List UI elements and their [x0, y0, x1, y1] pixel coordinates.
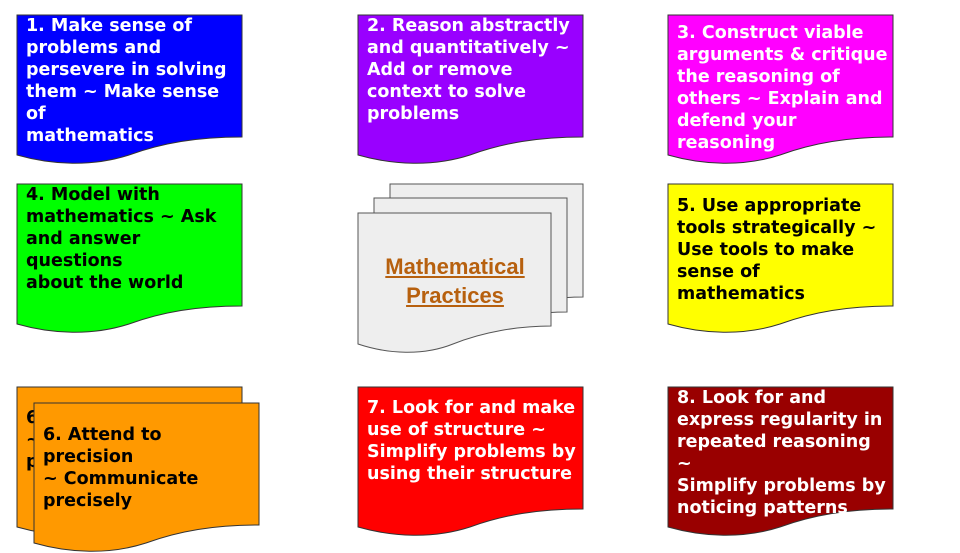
practice-card-6: 6. Attend to precision ~ Communicate pre… — [33, 402, 260, 552]
practice-3-text: 3. Construct viable arguments & critique… — [677, 23, 888, 153]
card-shape — [16, 14, 243, 164]
practice-card-8: 8. Look for and express regularity in re… — [667, 386, 894, 537]
card-shape — [357, 14, 584, 164]
practice-6-text: 6. Attend to precision ~ Communicate pre… — [43, 425, 199, 511]
card-shape — [16, 183, 243, 333]
mathematical-practices-title: Mathematical Practices — [385, 254, 525, 308]
practice-2-text: 2. Reason abstractly and quantitatively … — [367, 16, 570, 124]
practice-card-1: 1. Make sense of problems and persevere … — [16, 14, 243, 165]
practice-1-text: 1. Make sense of problems and persevere … — [26, 16, 227, 146]
practice-7-text: 7. Look for and make use of structure ~ … — [367, 398, 576, 484]
practice-5-text: 5. Use appropriate tools strategically ~… — [677, 196, 877, 304]
practice-card-3: 3. Construct viable arguments & critique… — [667, 14, 894, 165]
practice-card-2: 2. Reason abstractly and quantitatively … — [357, 14, 584, 165]
card-shape — [667, 386, 894, 536]
practice-card-4: 4. Model with mathematics ~ Ask and answ… — [16, 183, 243, 334]
practice-card-7: 7. Look for and make use of structure ~ … — [357, 386, 584, 537]
practice-4-text: 4. Model with mathematics ~ Ask and answ… — [26, 185, 217, 293]
title-card-stack — [357, 183, 584, 356]
document-stack-shape — [357, 183, 584, 353]
card-shape — [357, 386, 584, 536]
practice-8-text: 8. Look for and express regularity in re… — [677, 388, 886, 518]
card-shape — [667, 14, 894, 164]
practice-card-5: 5. Use appropriate tools strategically ~… — [667, 183, 894, 334]
card-shape — [667, 183, 894, 333]
